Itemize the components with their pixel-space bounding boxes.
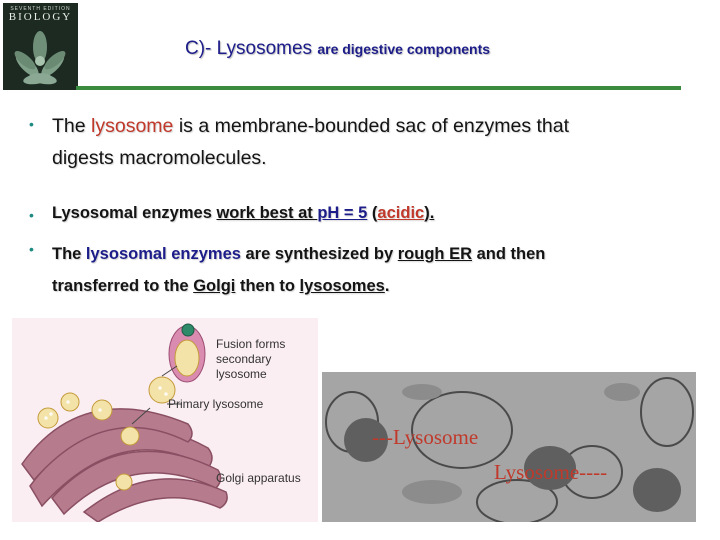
text-run: ( (367, 204, 378, 222)
logo-title: BIOLOGY (8, 11, 73, 23)
golgi-lysosome-diagram: Fusion forms secondary lysosome Primary … (12, 318, 318, 522)
title-main: C)- Lysosomes (185, 38, 313, 59)
golgi-diagram-illustration: Fusion forms secondary lysosome Primary … (21, 323, 301, 522)
underlined-text: work best at (216, 204, 318, 222)
keyword-lysosomes: lysosomes (299, 277, 385, 295)
text-run: then to (235, 277, 300, 295)
text-run: is a membrane-bounded sac of enzymes tha… (173, 115, 570, 137)
bullet-1: The lysosome is a membrane-bounded sac o… (52, 110, 569, 174)
micrograph-image: ---Lysosome Lysosome---- (322, 372, 696, 522)
slide-title: C)- Lysosomes are digestive components (185, 38, 490, 60)
label-fusion-line3: lysosome (216, 367, 267, 381)
succulent-plant-icon (14, 31, 66, 85)
text-run: ). (424, 204, 435, 222)
text-run: are synthesized by (240, 245, 398, 263)
label-fusion-line1: Fusion forms (216, 337, 285, 351)
title-divider (76, 86, 681, 90)
text-run: The (52, 245, 86, 263)
bullet-dot: • (29, 116, 34, 132)
text-run: . (384, 277, 390, 295)
book-cover-logo: SEVENTH EDITION BIOLOGY (3, 3, 78, 90)
label-primary-lysosome: Primary lysosome (168, 397, 264, 411)
text-run: The (52, 115, 92, 137)
text-run: digests macromolecules. (52, 147, 267, 169)
text-run: Lysosomal enzymes (52, 204, 217, 222)
text-run: and then (472, 245, 546, 263)
title-sub: are digestive components (317, 41, 491, 57)
label-lysosome-2: Lysosome---- (494, 460, 607, 484)
bullet-2: Lysosomal enzymes work best at pH = 5 (a… (52, 204, 434, 223)
bullet-dot: • (29, 207, 34, 223)
label-fusion-line2: secondary (216, 352, 271, 366)
bullet-dot: • (29, 241, 34, 257)
keyword-lysosome: lysosome (91, 115, 174, 137)
logo-edition: SEVENTH EDITION (10, 6, 71, 12)
keyword-lysosomal-enzymes: lysosomal enzymes (85, 245, 241, 263)
label-lysosome-1: ---Lysosome (372, 425, 478, 449)
electron-micrograph: ---Lysosome Lysosome---- (322, 372, 696, 522)
ph-value: pH = 5 (317, 204, 368, 222)
keyword-golgi: Golgi (193, 277, 236, 295)
label-golgi-apparatus: Golgi apparatus (216, 471, 301, 485)
text-run: transferred to the (52, 277, 194, 295)
keyword-rough-er: rough ER (397, 245, 472, 263)
bullet-3: The lysosomal enzymes are synthesized by… (52, 238, 545, 302)
keyword-acidic: acidic (377, 204, 425, 222)
